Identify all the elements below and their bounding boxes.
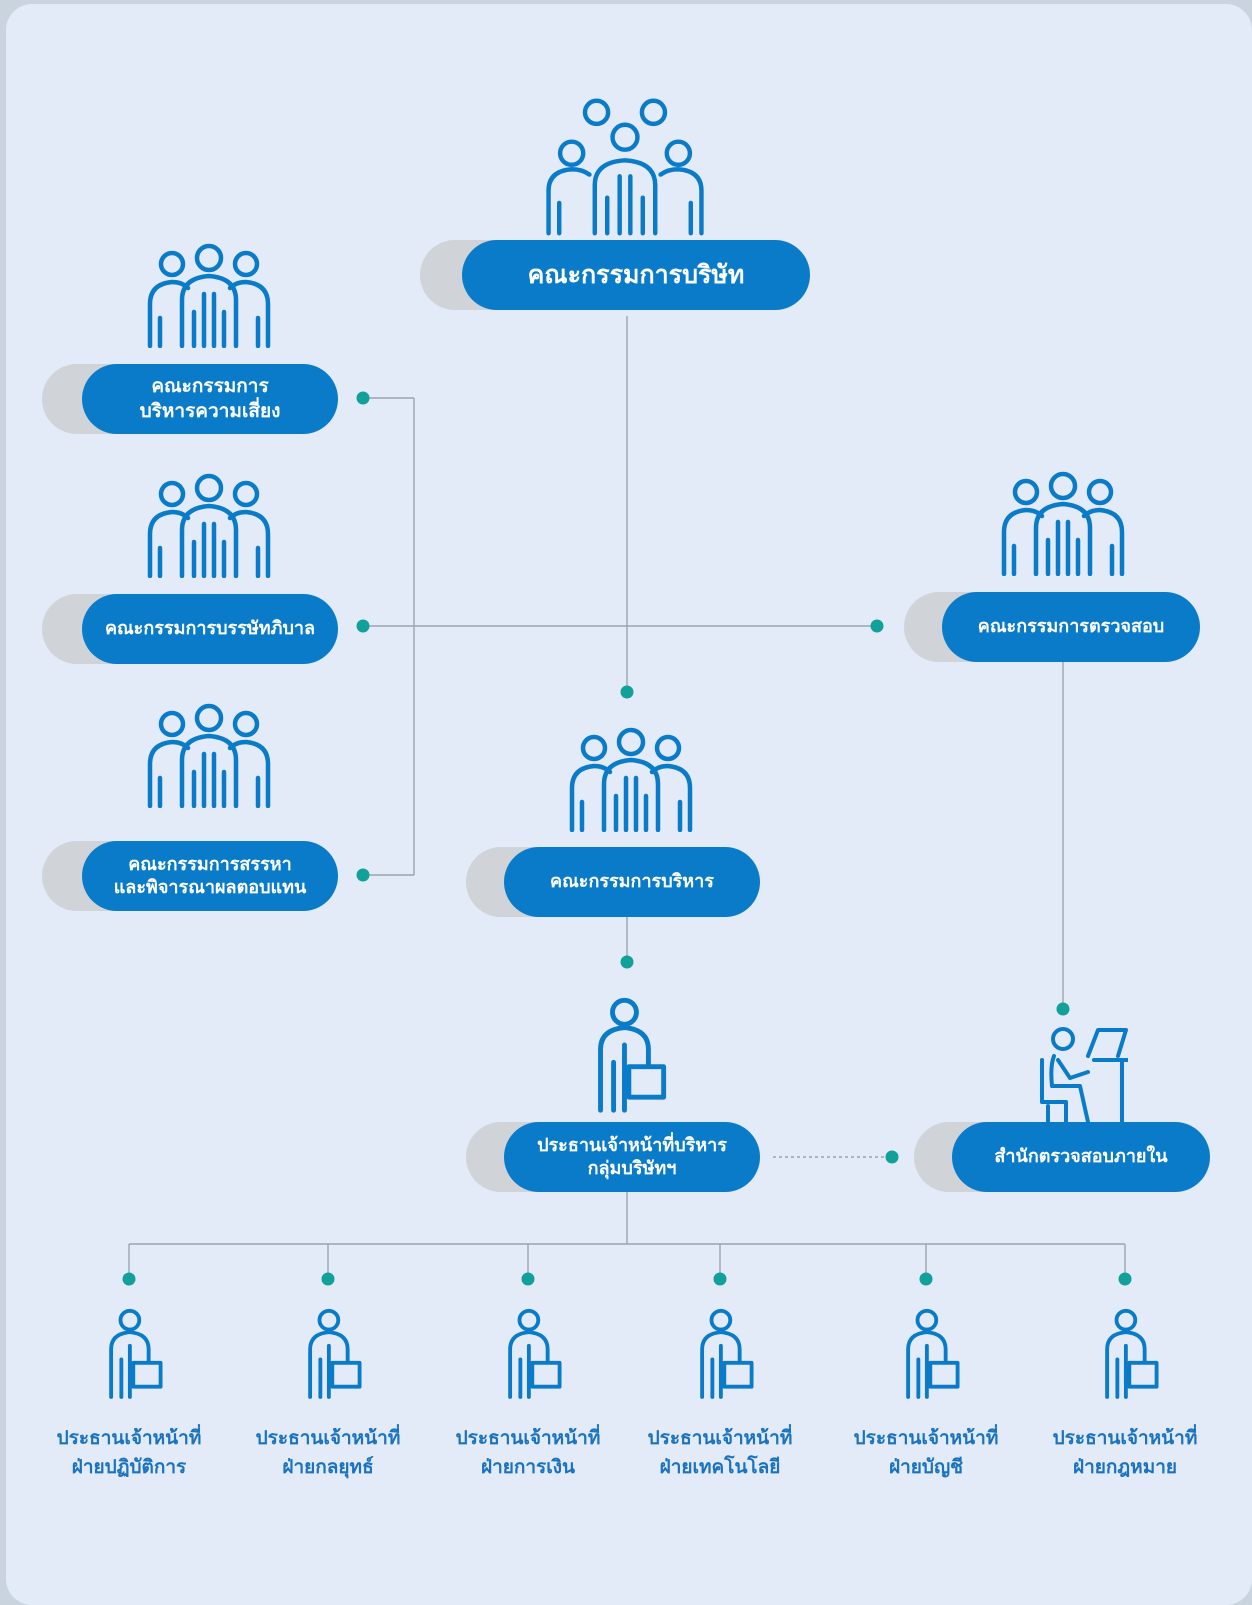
internal-audit-label: สำนักตรวจสอบภายใน (994, 1146, 1168, 1168)
group-icon (564, 722, 698, 832)
node-executive-committee: คณะกรรมการบริหาร (466, 847, 760, 917)
connector-dot (321, 1272, 335, 1286)
node-governance-committee: คณะกรรมการบรรษัทภิบาล (42, 594, 338, 664)
group-ceo-line1: ประธานเจ้าหน้าที่บริหาร (537, 1134, 727, 1156)
risk-committee-line1: คณะกรรมการ (151, 375, 269, 398)
chief-finance-title: ประธานเจ้าหน้าที่ฝ่ายการเงิน (455, 1427, 601, 1478)
businessperson-icon (508, 1308, 562, 1399)
node-board-label: คณะกรรมการบริษัท (462, 240, 810, 310)
node-board: คณะกรรมการบริษัท (420, 240, 810, 310)
businessperson-icon (700, 1308, 754, 1399)
node-group-ceo: ประธานเจ้าหน้าที่บริหารกลุ่มบริษัทฯ (466, 1122, 760, 1192)
connector-dot (1118, 1272, 1132, 1286)
chief-legal-title: ประธานเจ้าหน้าที่ฝ่ายกฎหมาย (1052, 1427, 1198, 1478)
chief-strategy-title: ประธานเจ้าหน้าที่ฝ่ายกลยุทธ์ (255, 1427, 401, 1478)
connector-dot (356, 619, 370, 633)
executive-committee-label: คณะกรรมการบริหาร (550, 871, 714, 893)
connector-dot (356, 391, 370, 405)
node-nomination-committee: คณะกรรมการสรรหาและพิจารณาผลตอบแทน (42, 841, 338, 911)
node-risk-committee: คณะกรรมการบริหารความเสี่ยง (42, 364, 338, 434)
group-icon (142, 468, 276, 578)
connector-dot (713, 1272, 727, 1286)
nomination-committee-line1: คณะกรรมการสรรหา (128, 853, 292, 875)
risk-committee-line2: บริหารความเสี่ยง (139, 400, 281, 422)
businessperson-icon (1105, 1308, 1159, 1399)
businessperson-icon (906, 1308, 960, 1399)
group-icon (545, 86, 705, 240)
chief-operations-title: ประธานเจ้าหน้าที่ฝ่ายปฏิบัติการ (56, 1427, 202, 1478)
connector-dot (1056, 1002, 1070, 1016)
governance-committee-label: คณะกรรมการบรรษัทภิบาล (104, 618, 316, 640)
businessperson-icon (308, 1308, 362, 1399)
group-ceo-line2: กลุ่มบริษัทฯ (587, 1158, 677, 1179)
connector-dot (620, 955, 634, 969)
node-internal-audit: สำนักตรวจสอบภายใน (914, 1122, 1210, 1192)
person-at-desk-icon (1040, 1027, 1128, 1122)
group-icon (142, 698, 276, 808)
businessperson-icon (109, 1308, 163, 1399)
connector-dot (356, 868, 370, 882)
chief-accounting-title: ประธานเจ้าหน้าที่ฝ่ายบัญชี (853, 1427, 999, 1478)
group-icon (996, 466, 1130, 576)
nomination-committee-line2: และพิจารณาผลตอบแทน (113, 877, 307, 898)
connector-dot (620, 685, 634, 699)
node-audit-committee: คณะกรรมการตรวจสอบ (904, 592, 1200, 662)
connector-dot (521, 1272, 535, 1286)
group-icon (142, 238, 276, 348)
audit-committee-label: คณะกรรมการตรวจสอบ (977, 616, 1165, 638)
connector-dot (919, 1272, 933, 1286)
businessperson-icon (594, 994, 668, 1122)
chief-technology-title: ประธานเจ้าหน้าที่ฝ่ายเทคโนโลยี (647, 1427, 793, 1478)
connector-dot (885, 1150, 899, 1164)
connector-dot (870, 619, 884, 633)
connector-dot (122, 1272, 136, 1286)
